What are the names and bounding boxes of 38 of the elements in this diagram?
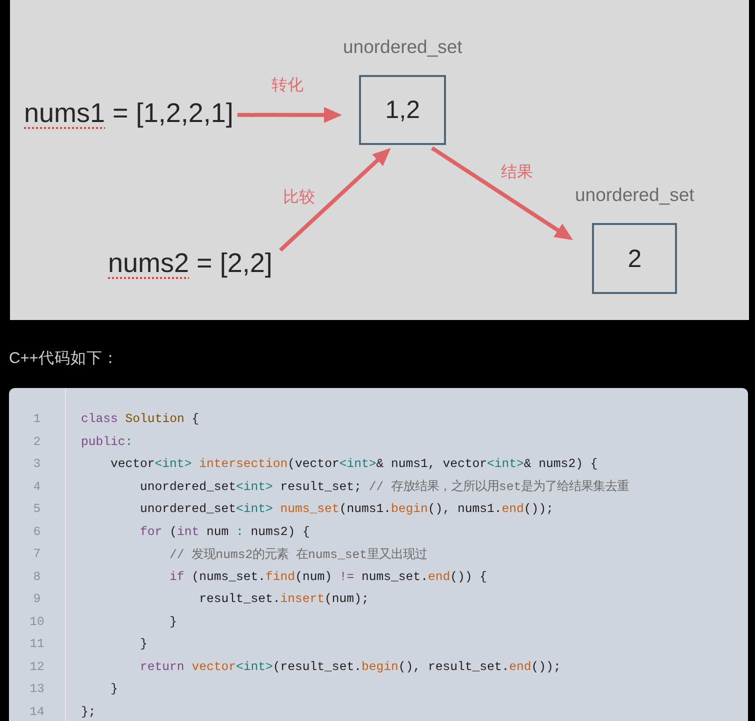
expression-text: nums2 = [2,2] xyxy=(108,247,272,279)
code-line: vector<int> intersection(vector<int>& nums1, vector<int>& nums2) { xyxy=(110,457,598,472)
line-number: 10 xyxy=(28,614,46,629)
set-label: unordered_set xyxy=(343,36,462,58)
code-line: result_set.insert(num); xyxy=(199,592,369,606)
line-number: 14 xyxy=(28,704,46,719)
code-line: // 发现nums2的元素 在nums_set里又出现过 xyxy=(170,546,427,563)
line-number: 9 xyxy=(32,592,42,606)
code-line: for (int num : nums2) { xyxy=(140,524,310,539)
line-number: 5 xyxy=(32,502,42,516)
intro-text: C++代码如下： xyxy=(9,349,118,369)
line-number: 4 xyxy=(32,480,42,494)
code-line: return vector<int>(result_set.begin(), result_set.end()); xyxy=(140,660,561,674)
expression-text: nums1 = [1,2,2,1] xyxy=(24,97,234,129)
line-number: 6 xyxy=(32,524,42,539)
set-label: unordered_set xyxy=(575,184,694,206)
code-line: } xyxy=(140,637,148,652)
code-line: unordered_set<int> nums_set(nums1.begin(), nums1.end()); xyxy=(140,502,554,516)
code-line: class Solution { xyxy=(81,412,200,426)
code-line: if (nums_set.find(num) != nums_set.end()) { xyxy=(170,570,488,584)
set-value: 1,2 xyxy=(385,95,420,125)
arrow xyxy=(279,148,391,252)
set-value: 2 xyxy=(628,244,642,274)
line-number: 7 xyxy=(32,547,42,562)
arrow xyxy=(237,107,342,123)
code-line: } xyxy=(170,614,177,629)
code-line: public: xyxy=(81,434,133,449)
code-line: unordered_set<int> result_set; // 存放结果，之所以用set是为了给结果集去重 xyxy=(140,478,630,496)
code-line: }; xyxy=(81,704,96,719)
line-number: 13 xyxy=(28,682,46,696)
line-number: 11 xyxy=(28,637,46,652)
code-line: } xyxy=(110,682,118,696)
line-number: 8 xyxy=(32,570,42,584)
line-number: 3 xyxy=(32,457,42,472)
line-number: 2 xyxy=(32,434,42,449)
line-number: 1 xyxy=(32,412,42,426)
line-number: 12 xyxy=(28,660,46,674)
arrow xyxy=(430,146,573,240)
